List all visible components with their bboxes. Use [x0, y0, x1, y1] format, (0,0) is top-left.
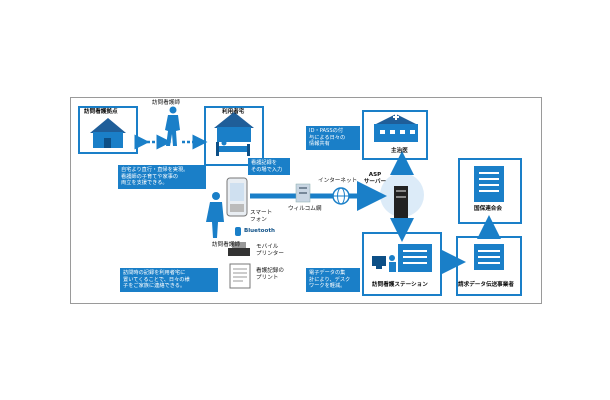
network-tower-icon — [295, 183, 311, 203]
billing-server-icon — [474, 244, 504, 270]
nursing-station-icon — [398, 244, 432, 272]
record-onsite-note: 看護記録を その場で入力 — [248, 158, 290, 176]
visiting-nurse-label-bottom: 訪問看護師 — [212, 242, 240, 248]
printer-icon — [228, 242, 250, 256]
hospital-icon — [374, 114, 418, 142]
bluetooth-label: Bluetooth — [244, 228, 275, 234]
insurance-label: 国保連合会 — [474, 206, 502, 212]
house-icon — [90, 118, 126, 148]
mobile-printer-label: モバイル プリンター — [256, 244, 284, 257]
user-home-label: 利用者宅 — [222, 109, 245, 115]
smartphone-label: スマート フォン — [250, 210, 273, 223]
nurse-icon — [206, 192, 224, 238]
pc-worker-icon — [372, 255, 396, 272]
nurse-walking-icon — [165, 106, 180, 146]
bed-icon — [216, 140, 250, 156]
globe-icon — [332, 187, 350, 205]
smartphone-icon — [226, 177, 248, 217]
doctor-label: 主治医 — [391, 148, 408, 154]
direct-visit-note: 自宅より直行・直帰を実現。 看護師の子育てや家事の 両立を支援できる。 — [118, 165, 206, 189]
record-leave-note: 訪問時の記録を利用者宅に 置いてくることで、日々の様 子をご家族に連絡できる。 — [120, 268, 218, 292]
visiting-station-label: 訪問看護拠点 — [84, 109, 118, 115]
user-house-icon — [214, 112, 254, 142]
document-icon — [229, 263, 251, 289]
willcom-label: ウィルコム網 — [288, 206, 322, 212]
insurance-building-icon — [474, 166, 504, 202]
internet-label: インターネット — [318, 178, 358, 184]
bluetooth-icon — [235, 227, 241, 236]
server-icon — [380, 173, 424, 220]
digital-note: 電子データの集 計により、デスク ワークを軽減。 — [306, 268, 360, 292]
asp-server-label: ASP サーバー — [363, 172, 387, 185]
idpass-note: ID・PASSの付 与による日々の 情報共有 — [306, 126, 360, 150]
nursing-station-label: 訪問看護ステーション — [372, 282, 428, 288]
print-label: 看護記録の プリント — [256, 268, 284, 281]
billing-system-label: 請求データ伝送事業者 — [458, 282, 514, 288]
visiting-nurse-label-top: 訪問看護師 — [152, 100, 180, 106]
